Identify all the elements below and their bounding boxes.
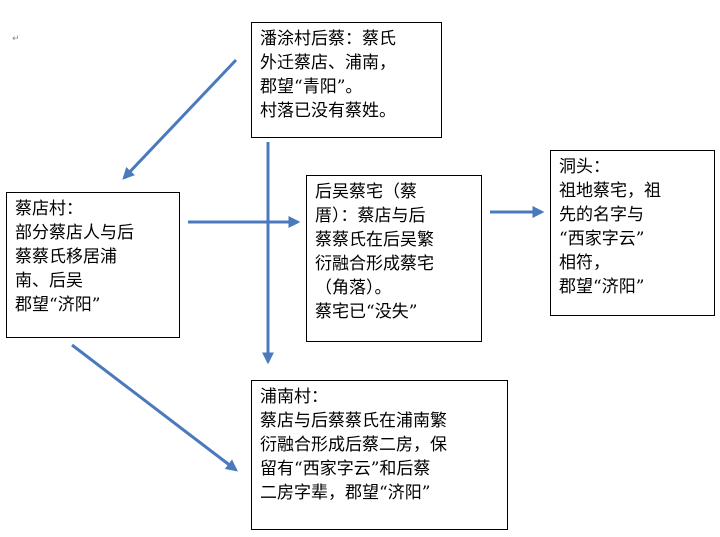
node-houwu-line: 厝）：蔡店与后 [315, 206, 426, 226]
node-punan-line: 衍融合形成后蔡二房，保 [260, 435, 447, 455]
arrow-pantu-to-caidian [122, 58, 238, 180]
node-dongtou-line: 郡望“济阳” [559, 277, 645, 297]
node-punan-line: 浦南村： [260, 387, 328, 407]
node-dongtou-line: 祖地蔡宅，祖 [559, 181, 661, 201]
node-houwu-line: 后吴蔡宅（蔡 [315, 182, 417, 202]
node-caidian-line: 南、后吴 [15, 271, 83, 291]
node-dongtou-line: 相符， [559, 253, 610, 273]
node-dongtou-line: 先的名字与 [559, 205, 644, 225]
node-punan: 浦南村： 蔡店与后蔡蔡氏在浦南繁衍融合形成后蔡二房，保留有“西家字云”和后蔡二房字… [251, 380, 508, 530]
node-dongtou-line: “西家字云” [559, 229, 645, 249]
node-punan-line: 蔡店与后蔡蔡氏在浦南繁 [260, 411, 447, 431]
node-dongtou-line: 洞头： [559, 157, 610, 177]
node-dongtou: 洞头： 祖地蔡宅，祖先的名字与 “西家字云” 相符， 郡望“济阳” [550, 150, 715, 316]
node-pantu: 潘涂村后蔡：蔡氏外迁蔡店、浦南， 郡望“青阳”。村落已没有蔡姓。 [251, 22, 442, 138]
node-pantu-line: 潘涂村后蔡：蔡氏 [260, 29, 396, 49]
arrow-caidian-to-punan [71, 343, 238, 472]
node-houwu-line: （角落）。 [315, 278, 392, 298]
node-caidian: 蔡店村： 部分蔡店人与后蔡蔡氏移居浦南、后吴郡望“济阳” [6, 192, 180, 338]
node-caidian-line: 蔡蔡氏移居浦 [15, 247, 117, 267]
node-caidian-line: 部分蔡店人与后 [15, 223, 134, 243]
node-pantu-line: 村落已没有蔡姓。 [260, 101, 396, 121]
paragraph-mark-icon: ↵ [12, 34, 20, 44]
node-punan-line: 二房字辈，郡望“济阳” [260, 483, 431, 503]
node-punan-line: 留有“西家字云”和后蔡 [260, 459, 431, 479]
node-houwu-line: 蔡宅已“没失” [315, 302, 418, 322]
node-pantu-line: 外迁蔡店、浦南， [260, 53, 396, 73]
node-caidian-line: 郡望“济阳” [15, 295, 101, 315]
node-caidian-line: 蔡店村： [15, 199, 83, 219]
node-houwu: 后吴蔡宅（蔡厝）：蔡店与后蔡蔡氏在后吴繁衍融合形成蔡宅 （角落）。蔡宅已“没失” [306, 175, 482, 342]
node-pantu-line: 郡望“青阳”。 [260, 77, 363, 97]
node-houwu-line: 蔡蔡氏在后吴繁 [315, 230, 434, 250]
node-houwu-line: 衍融合形成蔡宅 [315, 254, 434, 274]
